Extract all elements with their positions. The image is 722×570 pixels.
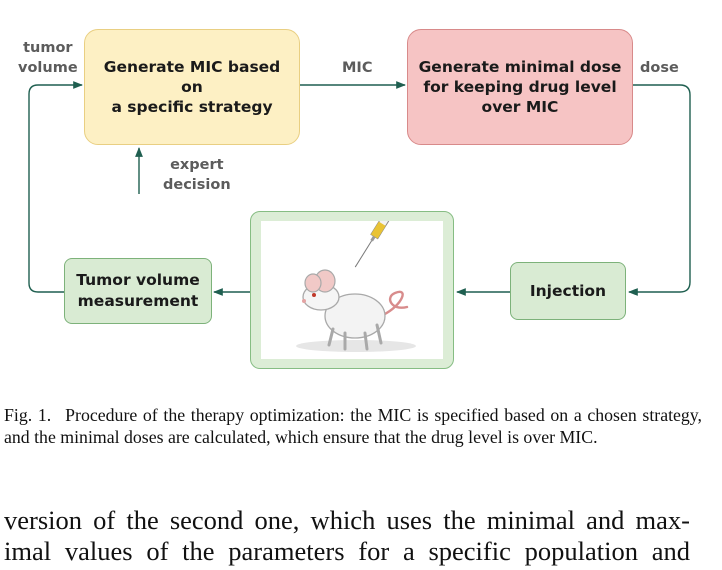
arrow-dose-to-injection <box>628 84 691 296</box>
figure-caption: Fig. 1.Procedure of the therapy optimiza… <box>4 405 702 448</box>
figure-number: Fig. 1. <box>4 405 52 425</box>
syringe-icon <box>354 221 397 268</box>
flow-arrows <box>28 81 691 296</box>
dose-label: dose <box>640 60 679 76</box>
injection-box: Injection <box>510 262 626 320</box>
arrow-tumor-measurement-to-mic <box>28 81 83 293</box>
mouse-panel <box>250 211 454 369</box>
caption-text: Procedure of the therapy optimization: t… <box>4 405 702 447</box>
mouse-tail <box>381 290 409 317</box>
body-paragraph: version of the second one, which uses th… <box>4 505 690 567</box>
tumor-volume-label: tumor volume <box>18 40 78 76</box>
body-line-1: version of the second one, which uses th… <box>4 505 690 535</box>
generate-mic-box: Generate MIC based on a specific strateg… <box>84 29 300 145</box>
tumor-measurement-box: Tumor volume measurement <box>64 258 212 324</box>
mouse-drawing <box>296 221 416 352</box>
mouse-body <box>324 293 386 339</box>
mouse-nose <box>302 299 306 303</box>
mouse-illustration <box>261 221 443 359</box>
expert-decision-label: expert decision <box>163 157 231 193</box>
mouse-legs <box>327 323 383 351</box>
body-line-2: imal values of the parameters for a spec… <box>4 536 690 566</box>
mouse-eye <box>312 293 316 297</box>
mouse-shadow <box>296 340 416 352</box>
mic-label: MIC <box>342 60 373 76</box>
mouse-ear-front <box>304 273 322 293</box>
generate-dose-box: Generate minimal dose for keeping drug l… <box>407 29 633 145</box>
